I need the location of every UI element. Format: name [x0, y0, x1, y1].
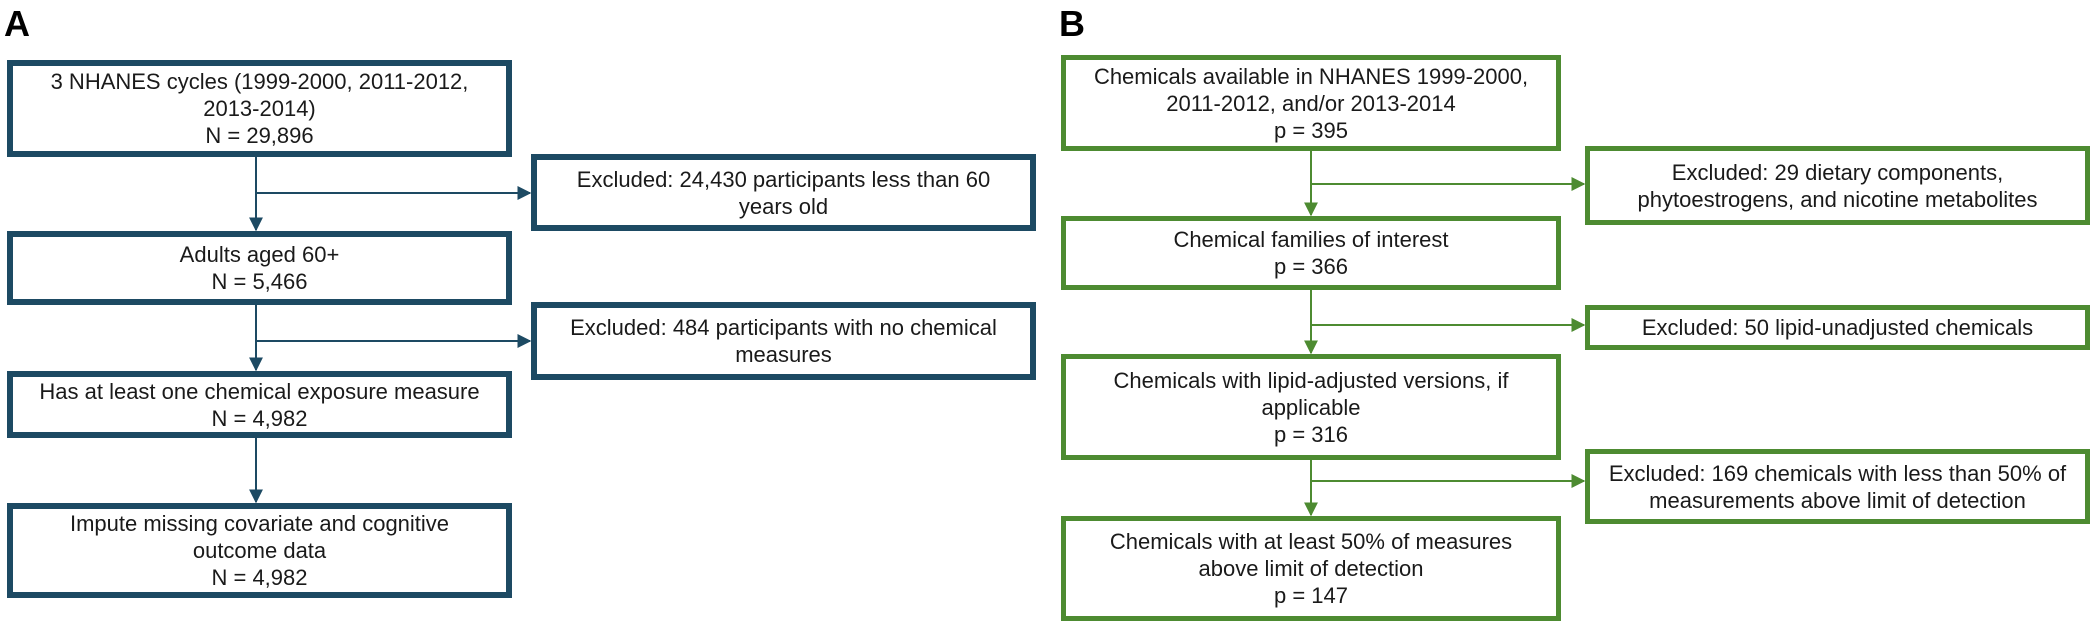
panel-b-box-4: Chemicals with at least 50% of measures … [1061, 516, 1561, 621]
box-text: years old [738, 193, 829, 219]
panel-b-exclusion-1: Excluded: 29 dietary components, phytoes… [1585, 146, 2090, 225]
box-text: applicable [1261, 394, 1361, 420]
panel-b-box-2: Chemical families of interest p = 366 [1061, 216, 1561, 290]
box-text: Chemicals with at least 50% of measures [1109, 529, 1513, 554]
panel-a-box-1: 3 NHANES cycles (1999-2000, 2011-2012, 2… [7, 60, 512, 157]
panel-a-exclusion-2: Excluded: 484 participants with no chemi… [531, 302, 1036, 380]
box-text: 2013-2014) [203, 96, 316, 121]
box-text: p = 366 [1273, 254, 1348, 279]
panel-b-box-3: Chemicals with lipid-adjusted versions, … [1061, 354, 1561, 460]
panel-a-box-2: Adults aged 60+ N = 5,466 [7, 231, 512, 305]
box-text: Excluded: 169 chemicals with less than 5… [1608, 460, 2067, 486]
box-text: above limit of detection [1198, 556, 1424, 581]
box-text: Excluded: 50 lipid-unadjusted chemicals [1641, 315, 2034, 340]
box-text: measures [735, 342, 832, 367]
panel-b-label: B [1059, 3, 1085, 44]
box-text: N = 4,982 [211, 405, 308, 431]
box-text: 3 NHANES cycles (1999-2000, 2011-2012, [50, 69, 469, 94]
panel-b-exclusion-2: Excluded: 50 lipid-unadjusted chemicals [1585, 305, 2090, 350]
box-text: measurements above limit of detection [1649, 487, 2026, 513]
box-text: outcome data [192, 538, 327, 563]
box-text: Excluded: 29 dietary components, [1671, 159, 2004, 185]
box-text: Chemical families of interest [1173, 227, 1449, 252]
box-text: N = 5,466 [211, 269, 308, 294]
box-text: Excluded: 24,430 participants less than … [576, 166, 991, 192]
box-text: Has at least one chemical exposure measu… [39, 378, 480, 404]
panel-b-exclusion-3: Excluded: 169 chemicals with less than 5… [1585, 449, 2090, 524]
box-text: Impute missing covariate and cognitive [69, 511, 450, 536]
box-text: p = 147 [1273, 583, 1348, 608]
panel-a-exclusion-1: Excluded: 24,430 participants less than … [531, 154, 1036, 231]
box-text: Adults aged 60+ [179, 242, 340, 267]
box-text: phytoestrogens, and nicotine metabolites [1637, 186, 2038, 212]
panel-a-box-4: Impute missing covariate and cognitive o… [7, 503, 512, 598]
box-text: N = 29,896 [205, 123, 314, 148]
box-text: p = 316 [1273, 421, 1348, 447]
panel-b-box-1: Chemicals available in NHANES 1999-2000,… [1061, 55, 1561, 151]
box-text: Chemicals with lipid-adjusted versions, … [1113, 367, 1509, 393]
panel-a-label: A [4, 3, 30, 44]
panel-a-box-3: Has at least one chemical exposure measu… [7, 371, 512, 438]
box-text: Excluded: 484 participants with no chemi… [570, 315, 997, 340]
box-text: Chemicals available in NHANES 1999-2000, [1093, 63, 1529, 89]
box-text: p = 395 [1273, 117, 1348, 143]
box-text: 2011-2012, and/or 2013-2014 [1166, 90, 1456, 116]
box-text: N = 4,982 [211, 565, 308, 590]
